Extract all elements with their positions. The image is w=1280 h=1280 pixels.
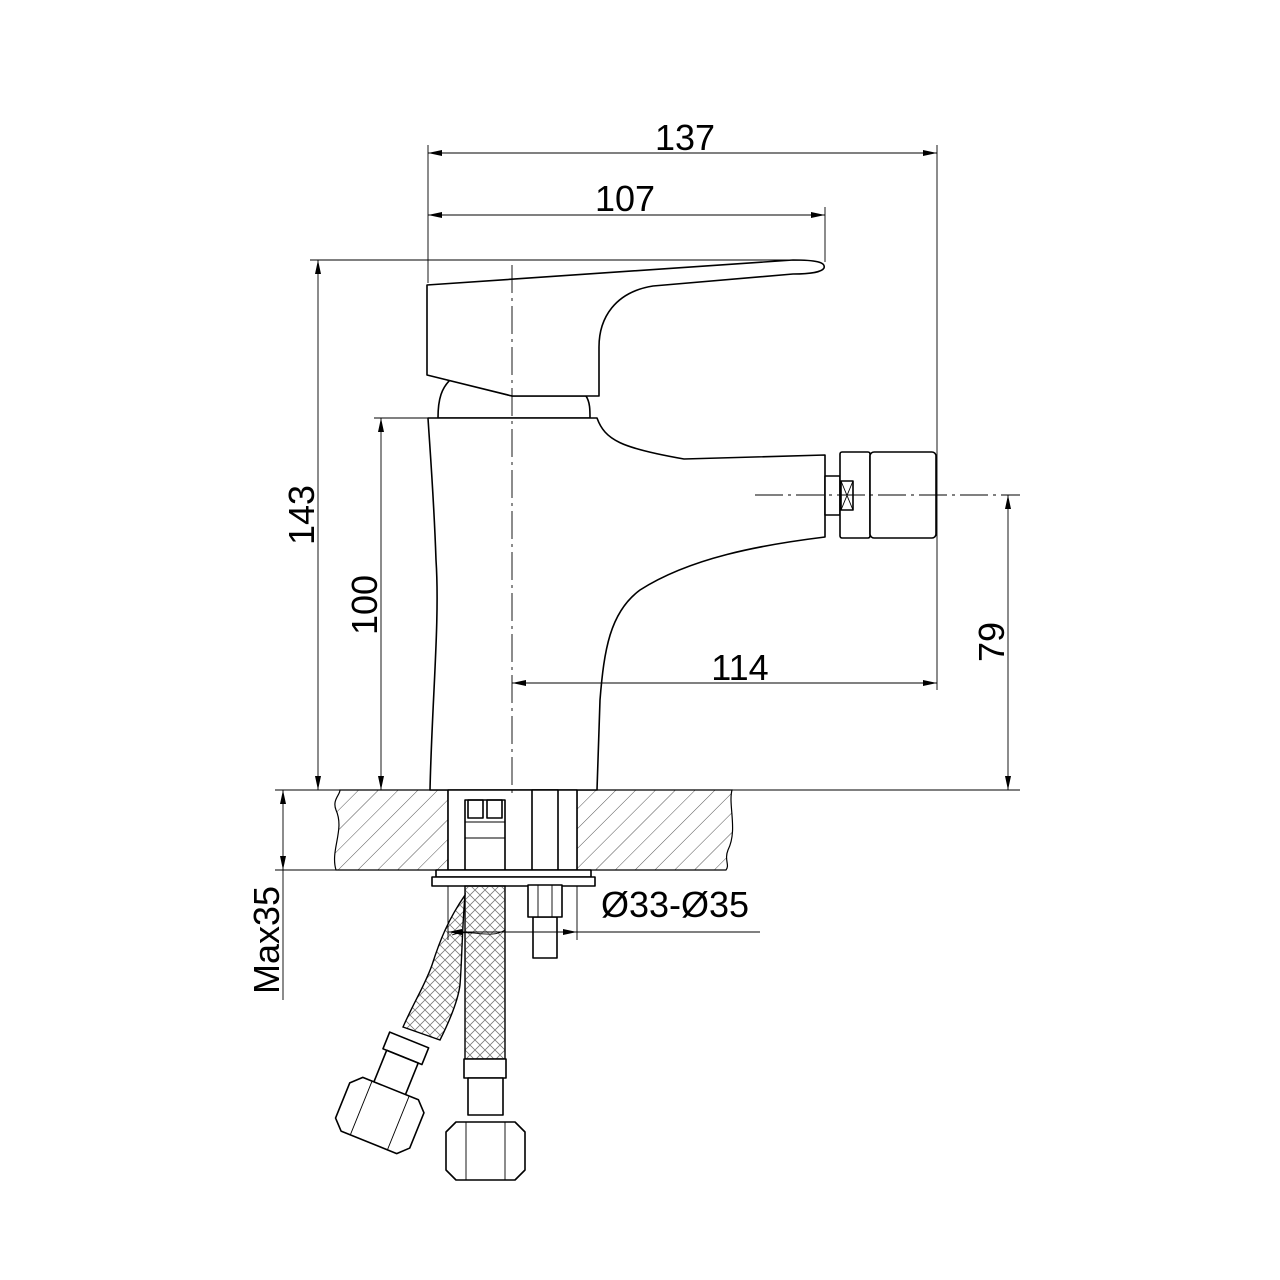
max-thickness-label: Max35: [246, 886, 287, 994]
dimension-lines: [275, 145, 1020, 1000]
countertop-section: [334, 789, 734, 871]
supply-hose-angled: [334, 892, 506, 1155]
mounting-hardware: [431, 789, 596, 959]
dim-143-label: 143: [281, 485, 322, 545]
dim-79-label: 79: [971, 622, 1012, 662]
dim-137-label: 137: [655, 117, 715, 158]
hole-diameter-label: Ø33-Ø35: [601, 884, 749, 925]
dim-114-label: 114: [711, 647, 768, 688]
faucet-body: [426, 259, 826, 791]
supply-hose-straight: [445, 885, 526, 1181]
dim-100-label: 100: [344, 575, 385, 635]
dim-107-label: 107: [595, 178, 655, 219]
